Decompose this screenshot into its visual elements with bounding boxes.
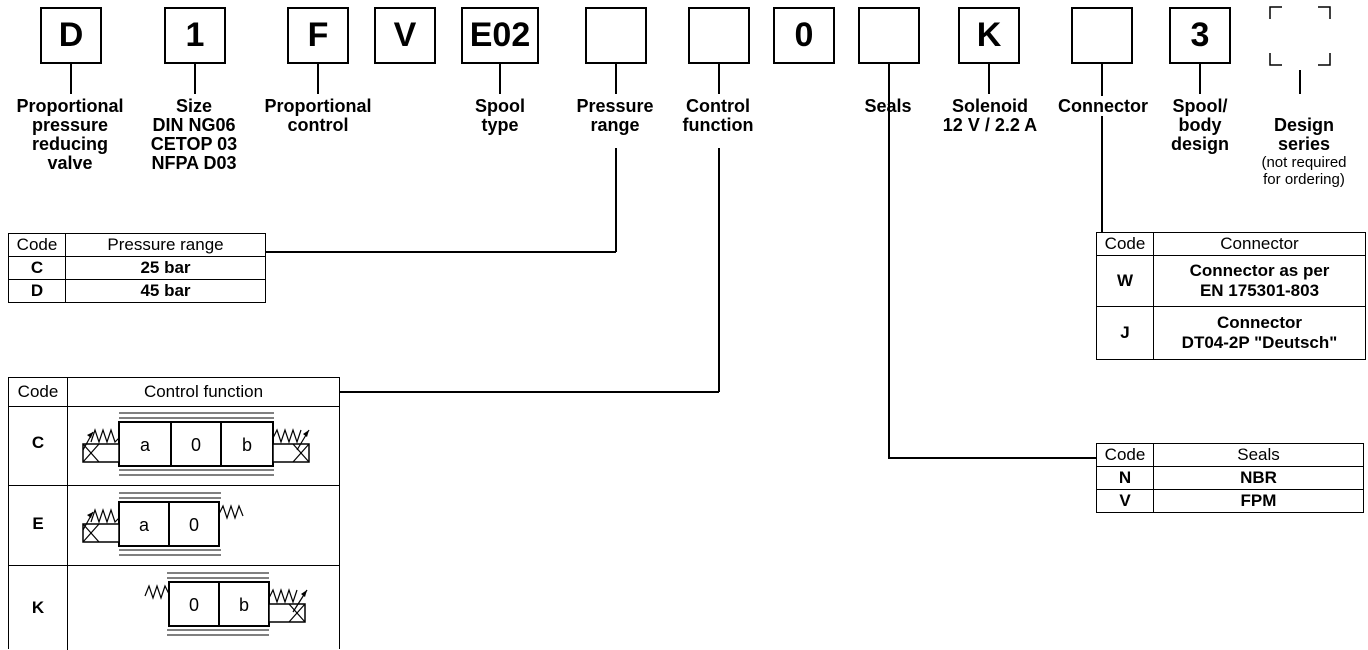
wire-function-h <box>340 391 719 393</box>
code-box-size: 1 <box>164 7 226 64</box>
code-box-spool-body: 3 <box>1169 7 1231 64</box>
wire-seals-h <box>888 457 1096 459</box>
label-seals: Seals <box>864 96 912 116</box>
code-box-spool-type: E02 <box>461 7 539 64</box>
code-k: K <box>31 598 45 617</box>
table-header: Pressure range <box>65 233 266 257</box>
table-header-row: Code Seals <box>1096 443 1364 467</box>
design-series-title: Design series <box>1273 115 1334 154</box>
table-cell: D <box>8 279 66 303</box>
design-series-note: (not required for ordering) <box>1261 154 1347 188</box>
table-header-row: Code Pressure range <box>8 233 266 257</box>
table-row: W Connector as per EN 175301-803 <box>1096 255 1366 307</box>
position-a: a <box>140 435 151 455</box>
code-box-valve: D <box>40 7 102 64</box>
table-cell: W <box>1096 255 1154 307</box>
table-cell: 45 bar <box>65 279 266 303</box>
table-header-row: Code Connector <box>1096 232 1366 256</box>
code-e: E <box>32 514 44 533</box>
leader-spool-body <box>1199 64 1201 94</box>
wire-function-v <box>718 148 720 392</box>
leader-design-series <box>1299 70 1301 94</box>
position-0: 0 <box>191 435 201 455</box>
position-0: 0 <box>189 515 199 535</box>
label-control: Proportional control <box>264 96 372 135</box>
code-box-control-function <box>688 7 750 64</box>
position-0: 0 <box>189 595 199 615</box>
code-box-connector <box>1071 7 1133 64</box>
pressure-range-table: Code Pressure range C 25 bar D 45 bar <box>8 233 266 303</box>
connector-table: Code Connector W Connector as per EN 175… <box>1096 232 1366 360</box>
label-function: Control function <box>682 96 754 135</box>
code-box-solenoid: K <box>958 7 1020 64</box>
table-row: N NBR <box>1096 466 1364 490</box>
label-design-series: Design series (not required for ordering… <box>1248 97 1360 207</box>
table-header: Code <box>1096 232 1154 256</box>
table-cell: 25 bar <box>65 256 266 280</box>
wire-pressure-v <box>615 148 617 252</box>
seals-table: Code Seals N NBR V FPM <box>1096 443 1364 513</box>
label-spool-body: Spool/ body design <box>1170 96 1229 154</box>
label-connector: Connector <box>1048 97 1158 116</box>
leader-control <box>317 64 319 94</box>
position-b: b <box>242 435 252 455</box>
wire-connector-v <box>1101 64 1103 96</box>
valve-symbol-e: a 0 <box>82 492 244 556</box>
table-cell: NBR <box>1153 466 1364 490</box>
label-solenoid: Solenoid 12 V / 2.2 A <box>942 96 1038 135</box>
leader-function <box>718 64 720 94</box>
table-cell: J <box>1096 306 1154 360</box>
table-header: Code <box>1096 443 1154 467</box>
table-row: D 45 bar <box>8 279 266 303</box>
leader-valve <box>70 64 72 94</box>
label-valve: Proportional pressure reducing valve <box>16 96 124 173</box>
label-spool: Spool type <box>475 96 525 135</box>
code-box-0: 0 <box>773 7 835 64</box>
table-header: Connector <box>1153 232 1366 256</box>
table-row: C 25 bar <box>8 256 266 280</box>
code-box-pressure-range <box>585 7 647 64</box>
table-header: Control function <box>68 378 339 407</box>
table-cell: C <box>8 256 66 280</box>
code-box-v: V <box>374 7 436 64</box>
table-header: Code <box>9 378 68 407</box>
table-cell: FPM <box>1153 489 1364 513</box>
leader-solenoid <box>988 64 990 94</box>
position-a: a <box>139 515 150 535</box>
row-divider <box>9 485 339 486</box>
table-row: V FPM <box>1096 489 1364 513</box>
valve-symbol-c: a 0 b <box>82 412 310 476</box>
code-c: C <box>31 433 45 452</box>
table-header: Code <box>8 233 66 257</box>
table-cell: Connector as per EN 175301-803 <box>1153 255 1366 307</box>
leader-spool <box>499 64 501 94</box>
control-function-table: Code Control function C E K a 0 b <box>8 377 340 650</box>
valve-symbol-k: 0 b <box>144 572 308 636</box>
table-cell: V <box>1096 489 1154 513</box>
table-cell: N <box>1096 466 1154 490</box>
code-box-seals <box>858 7 920 64</box>
wire-seals-v <box>888 64 890 458</box>
code-box-design-series <box>1269 6 1331 66</box>
position-b: b <box>239 595 249 615</box>
code-box-control: F <box>287 7 349 64</box>
table-row: J Connector DT04-2P "Deutsch" <box>1096 306 1366 360</box>
table-cell: Connector DT04-2P "Deutsch" <box>1153 306 1366 360</box>
label-pressure: Pressure range <box>576 96 654 135</box>
wire-pressure-h <box>265 251 616 253</box>
table-header: Seals <box>1153 443 1364 467</box>
leader-pressure <box>615 64 617 94</box>
label-size: Size DIN NG06 CETOP 03 NFPA D03 <box>150 96 238 173</box>
wire-connector-v2 <box>1101 114 1103 232</box>
leader-size <box>194 64 196 94</box>
row-divider <box>9 565 339 566</box>
vertical-divider <box>67 406 68 650</box>
